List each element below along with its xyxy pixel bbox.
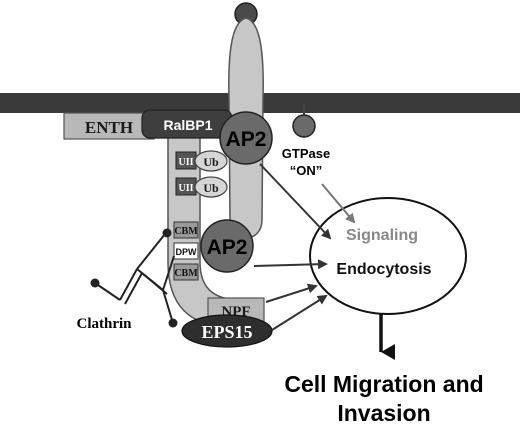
clathrin-foot-2 xyxy=(90,278,100,288)
endocytosis-label: Endocytosis xyxy=(336,261,431,278)
ub-ellipse-2 xyxy=(194,176,228,198)
clathrin-foot-3 xyxy=(168,318,178,328)
ap2-top-label: AP2 xyxy=(226,128,267,151)
signaling-label: Signaling xyxy=(346,227,418,244)
ub-label-2: Ub xyxy=(203,181,219,195)
gtpase-label-line2: “ON” xyxy=(290,163,323,178)
outcome-line2: Invasion xyxy=(337,400,430,426)
cbm-label-2: CBM xyxy=(174,268,198,279)
outcome-line1: Cell Migration and xyxy=(284,371,483,397)
gtpase-node xyxy=(292,114,316,138)
ap2-bottom-label: AP2 xyxy=(207,236,248,259)
eps15-label: EPS15 xyxy=(201,322,252,342)
clathrin-icon xyxy=(97,233,175,321)
dpw-box xyxy=(173,242,199,260)
uii-label-2: UII xyxy=(178,183,193,194)
ub-label-1: Ub xyxy=(203,155,219,169)
cbm-box-2 xyxy=(173,263,199,281)
outcome-oval xyxy=(309,197,467,315)
ub-ellipse-1 xyxy=(194,150,228,172)
cbm-label-1: CBM xyxy=(174,226,198,237)
arrow-eps15-to-oval xyxy=(271,294,328,331)
dpw-label: DPW xyxy=(176,247,198,257)
eps15-domain xyxy=(181,314,273,348)
arrow-ap2-bottom-to-endocytosis xyxy=(253,259,328,270)
clathrin-foot-1 xyxy=(162,228,172,238)
ralbp1-label: RalBP1 xyxy=(163,117,212,133)
cbm-box-1 xyxy=(173,221,199,239)
arrow-npf-to-oval xyxy=(265,283,318,303)
ap2-bottom-node xyxy=(200,219,254,273)
enth-label: ENTH xyxy=(85,118,133,137)
arrow-gtpase-to-signaling xyxy=(321,183,356,224)
uii-label-1: UII xyxy=(178,157,193,168)
arrow-ap2-top-to-oval xyxy=(259,163,332,240)
gtpase-label-line1: GTPase xyxy=(282,146,330,161)
ap2-top-node xyxy=(219,111,273,165)
clathrin-label: Clathrin xyxy=(76,316,132,332)
